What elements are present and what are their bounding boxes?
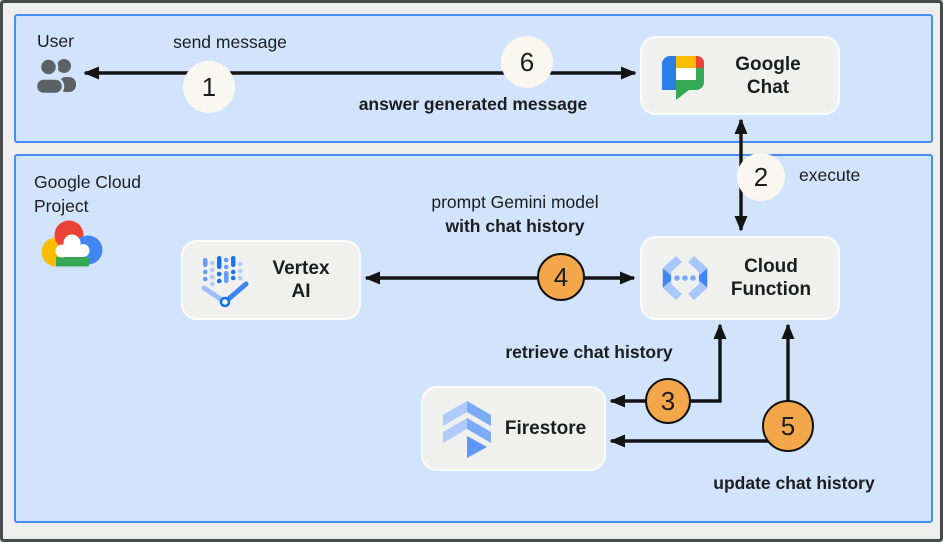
google-cloud-logo — [41, 220, 103, 267]
google-chat-icon — [658, 52, 706, 100]
firestore-label: Firestore — [504, 418, 587, 439]
execute-label: execute — [799, 165, 861, 185]
retrieve-chat-history-label: retrieve chat history — [505, 342, 673, 362]
answer-generated-message-label: answer generated message — [358, 94, 588, 114]
step-6-badge: 6 — [501, 36, 553, 88]
user-zone-label: User — [37, 31, 74, 51]
step-1-badge: 1 — [183, 61, 235, 113]
step-5-badge: 5 — [762, 400, 814, 452]
users-icon — [34, 57, 76, 96]
step-3-badge: 3 — [645, 378, 691, 424]
firestore-icon — [439, 399, 495, 459]
step-4-badge: 4 — [537, 253, 585, 301]
cloud-function-icon — [658, 251, 712, 305]
firestore-node: Firestore — [421, 386, 606, 471]
update-chat-history-label: update chat history — [713, 473, 875, 493]
send-message-label: send message — [173, 32, 287, 52]
step-2-badge: 2 — [737, 153, 785, 201]
vertex-ai-icon — [199, 252, 251, 308]
